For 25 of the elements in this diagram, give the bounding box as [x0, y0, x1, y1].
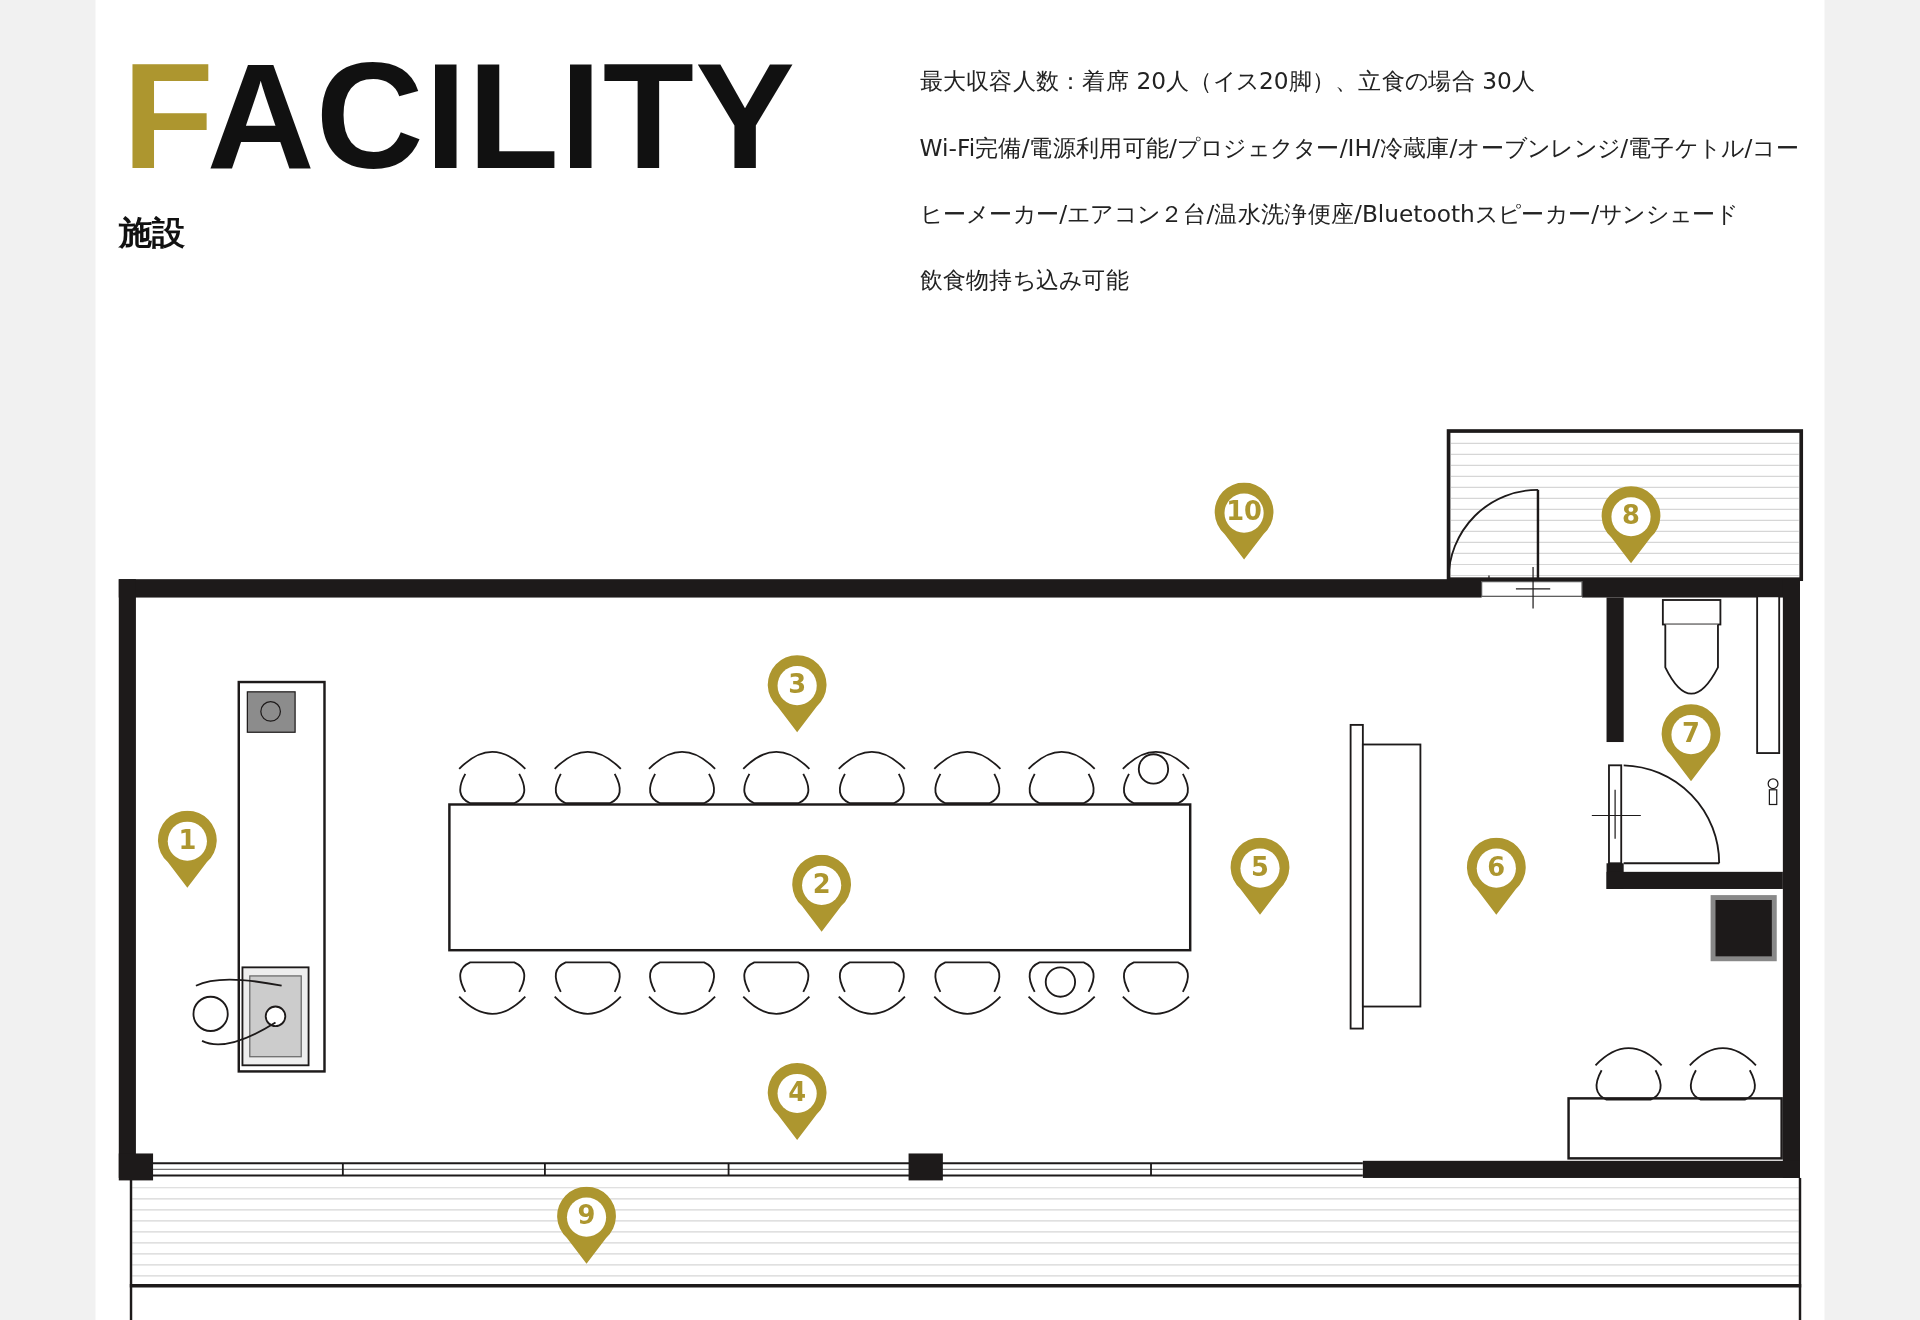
location-pin: [555, 1186, 618, 1265]
location-pin: [1229, 837, 1291, 916]
callout-number: 8: [1621, 499, 1641, 533]
location-pin: [1660, 704, 1722, 783]
callout-number: 10: [1225, 496, 1263, 529]
capacity-text: 最大収容人数：着席 20人（イス20脚）、立食の場合 30人: [919, 66, 1537, 97]
callout-number: 6: [1486, 851, 1507, 884]
location-pin: [766, 1062, 828, 1142]
callout-number: 1: [177, 824, 198, 857]
note-text: 飲食物持ち込み可能: [919, 264, 1130, 295]
location-pin: [1600, 486, 1662, 565]
callout-number: 9: [576, 1200, 597, 1233]
callout-number: 3: [787, 668, 808, 702]
callout-number: 5: [1250, 851, 1270, 884]
location-pin: [1465, 837, 1527, 916]
subtitle: 施設: [118, 212, 186, 253]
callout-number: 4: [787, 1076, 808, 1109]
location-pin: [1213, 482, 1275, 561]
callout-number: 2: [811, 868, 832, 901]
title: FACILITY: [122, 36, 797, 196]
location-pin: [766, 655, 828, 734]
location-pin: [791, 854, 853, 934]
callout-number: 7: [1681, 717, 1701, 751]
amenities-text: Wi-Fi完備/電源利用可能/プロジェクター/IH/冷蔵庫/オーブンレンジ/電子ケトル/コーヒーメーカー/エアコン２台/温水洗浄便座/Bluetoothスピーカー/サンシェード: [919, 132, 1800, 229]
location-pin: [156, 810, 218, 889]
